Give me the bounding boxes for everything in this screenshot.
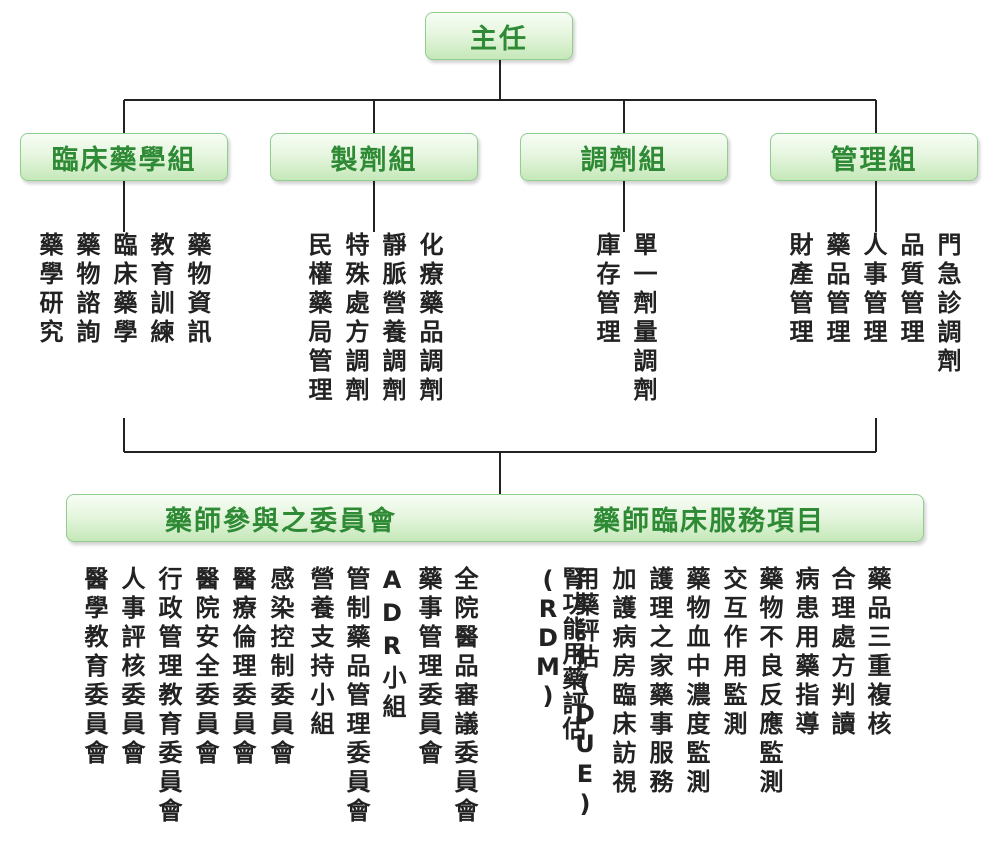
service-item: 藥物血中濃度監測 (682, 566, 710, 798)
group-dispensing: 調劑組 (520, 133, 728, 181)
dispensing-item: 庫存管理 (592, 232, 620, 348)
compounding-item: 靜脈營養調劑 (378, 232, 406, 406)
compounding-item: 民權藥局管理 (304, 232, 332, 406)
service-item: 合理處方判讀 (827, 566, 855, 740)
clinical-item: 藥物諮詢 (72, 232, 100, 348)
service-item: 交互作用監測 (719, 566, 747, 740)
management-item: 人事管理 (859, 232, 887, 348)
committee-item: 管制藥品管理委員會 (342, 566, 370, 827)
service-item: 腎功能用藥評估(RDM) (534, 566, 586, 741)
group-label: 管理組 (830, 144, 918, 176)
group-label: 製劑組 (330, 144, 418, 176)
management-item: 門急診調劑 (933, 232, 961, 377)
committee-item: 醫院安全委員會 (191, 566, 219, 769)
service-item: 藥物不良反應監測 (755, 566, 783, 798)
clinical-item: 教育訓練 (146, 232, 174, 348)
clinical-item: 藥學研究 (35, 232, 63, 348)
committee-heading: 藥師參與之委員會 (165, 505, 397, 537)
group-clinical: 臨床藥學組 (20, 133, 228, 181)
service-item: 加護病房臨床訪視 (608, 566, 636, 798)
committee-item: 全院醫品審議委員會 (450, 566, 478, 827)
management-item: 財產管理 (785, 232, 813, 348)
group-label: 調劑組 (580, 144, 668, 176)
group-management: 管理組 (770, 133, 978, 181)
group-compounding: 製劑組 (270, 133, 478, 181)
compounding-item: 特殊處方調劑 (341, 232, 369, 406)
committee-item: 醫學教育委員會 (80, 566, 108, 769)
committee-item: 感染控制委員會 (266, 566, 294, 769)
committee-item: 營養支持小組 (306, 566, 334, 740)
service-item: 藥品三重複核 (863, 566, 891, 740)
committee-item: 藥事管理委員會 (414, 566, 442, 769)
group-label: 臨床藥學組 (51, 144, 197, 176)
committee-item: 行政管理教育委員會 (154, 566, 182, 827)
bottom-header: 藥師參與之委員會 藥師臨床服務項目 (66, 494, 924, 542)
clinical-item: 藥物資訊 (183, 232, 211, 348)
service-item: 病患用藥指導 (791, 566, 819, 740)
root-label: 主任 (470, 23, 528, 55)
service-item: 護理之家藥事服務 (645, 566, 673, 798)
committee-item: ADR小組 (378, 566, 406, 723)
clinical-item: 臨床藥學 (109, 232, 137, 348)
dispensing-item: 單一劑量調劑 (629, 232, 657, 406)
service-item: 用藥評估(DUE) (571, 566, 599, 820)
root-node: 主任 (425, 12, 573, 60)
management-item: 藥品管理 (822, 232, 850, 348)
committee-item: 醫療倫理委員會 (228, 566, 256, 769)
compounding-item: 化療藥品調劑 (415, 232, 443, 406)
service-heading: 藥師臨床服務項目 (593, 505, 825, 537)
management-item: 品質管理 (896, 232, 924, 348)
committee-item: 人事評核委員會 (117, 566, 145, 769)
